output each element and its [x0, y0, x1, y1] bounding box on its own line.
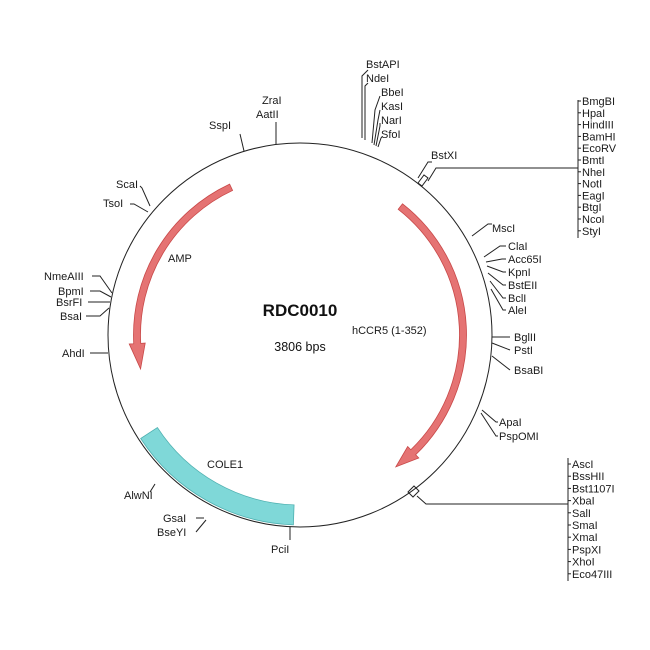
site-label: XhoI: [572, 557, 595, 569]
mcs1-site-cluster: BmgBIHpaIHindIIIBamHIEcoRVBmtINheINotIEa…: [417, 96, 617, 238]
site-label: KpnI: [508, 267, 531, 279]
zrai-aatii-sites: ZraI AatII: [256, 95, 282, 144]
site-label: BmtI: [582, 155, 605, 167]
site-label: SspI: [209, 120, 231, 132]
site-label: AleI: [508, 305, 527, 317]
plasmid-backbone: [107, 142, 493, 528]
site-label: BmgBI: [582, 96, 615, 108]
hccr5-gene-arrow: [394, 203, 467, 468]
site-label: ScaI: [116, 179, 138, 191]
hccr5-label: hCCR5 (1-352): [352, 325, 427, 337]
site-label: NmeAIII: [44, 271, 84, 283]
site-label: HpaI: [582, 108, 605, 120]
mcs2-site-cluster: AscIBssHIIBst1107IXbaISalISmaIXmaIPspXIX…: [407, 458, 615, 581]
pcii-site: PciI: [271, 527, 291, 556]
alwni-site: AlwNI: [124, 483, 156, 502]
site-label: Acc65I: [508, 254, 542, 266]
site-label: BstAPI: [366, 59, 400, 71]
bstxi-site: BstXI: [417, 150, 457, 179]
site-label: BssHII: [572, 471, 604, 483]
site-label: BclI: [508, 293, 526, 305]
plasmid-size: 3806 bps: [274, 340, 325, 354]
amp-label: AMP: [168, 253, 192, 265]
site-label: TsoI: [103, 198, 123, 210]
site-label: GsaI: [163, 513, 186, 525]
site-label: EcoRV: [582, 143, 617, 155]
plasmid-name: RDC0010: [263, 301, 338, 320]
left-mid-site-cluster: NmeAIII BpmI BsrFI BsaI: [44, 271, 113, 323]
site-label: StyI: [582, 226, 601, 238]
site-label: NcoI: [582, 214, 605, 226]
site-label: BtgI: [582, 202, 602, 214]
site-label: SmaI: [572, 520, 598, 532]
sspi-site: SspI: [209, 120, 245, 152]
top-site-cluster: BstAPI NdeI BbeI KasI NarI SfoI: [361, 59, 404, 148]
cole1-label: COLE1: [207, 459, 243, 471]
left-upper-site-cluster: ScaI TsoI: [103, 179, 151, 213]
site-label: BsrFI: [56, 297, 82, 309]
site-label: MscI: [492, 223, 515, 235]
gsai-bseyi-sites: GsaI BseYI: [157, 513, 207, 539]
site-label: ApaI: [499, 417, 522, 429]
right-upper-site-cluster: MscI ClaI Acc65I KpnI BstEII BclI AleI: [471, 223, 542, 317]
site-label: XmaI: [572, 532, 598, 544]
site-label: BglII: [514, 332, 536, 344]
cole1-origin-arc: [140, 427, 295, 526]
site-label: BsaBI: [514, 365, 543, 377]
site-label: PspXI: [572, 544, 601, 556]
site-label: PspOMI: [499, 431, 539, 443]
amp-gene-arrow: [128, 183, 234, 371]
site-label: AscI: [572, 459, 593, 471]
site-label: NarI: [381, 115, 402, 127]
site-label: ClaI: [508, 241, 528, 253]
site-label: XbaI: [572, 496, 595, 508]
ahdi-site: AhdI: [62, 348, 108, 360]
site-label: BstXI: [431, 150, 457, 162]
site-label: NheI: [582, 167, 605, 179]
site-label: BstEII: [508, 280, 537, 292]
site-label: SalI: [572, 508, 591, 520]
site-label: PciI: [271, 544, 289, 556]
site-label: BsaI: [60, 311, 82, 323]
site-label: BbeI: [381, 87, 404, 99]
site-label: BamHI: [582, 131, 616, 143]
site-label: NotI: [582, 179, 602, 191]
site-label: AhdI: [62, 348, 85, 360]
site-label: ZraI: [262, 95, 282, 107]
site-label: AlwNI: [124, 490, 153, 502]
site-label: HindIII: [582, 120, 614, 132]
site-label: SfoI: [381, 129, 401, 141]
site-label: NdeI: [366, 73, 389, 85]
site-label: BpmI: [58, 286, 84, 298]
right-lower-site-cluster: ApaI PspOMI: [480, 409, 539, 443]
site-label: AatII: [256, 109, 279, 121]
site-label: PstI: [514, 345, 533, 357]
right-mid-site-cluster: BglII PstI BsaBI: [491, 332, 543, 377]
site-label: Eco47III: [572, 569, 612, 581]
site-label: BseYI: [157, 527, 186, 539]
site-label: EagI: [582, 190, 605, 202]
site-label: Bst1107I: [572, 483, 615, 495]
site-label: KasI: [381, 101, 403, 113]
